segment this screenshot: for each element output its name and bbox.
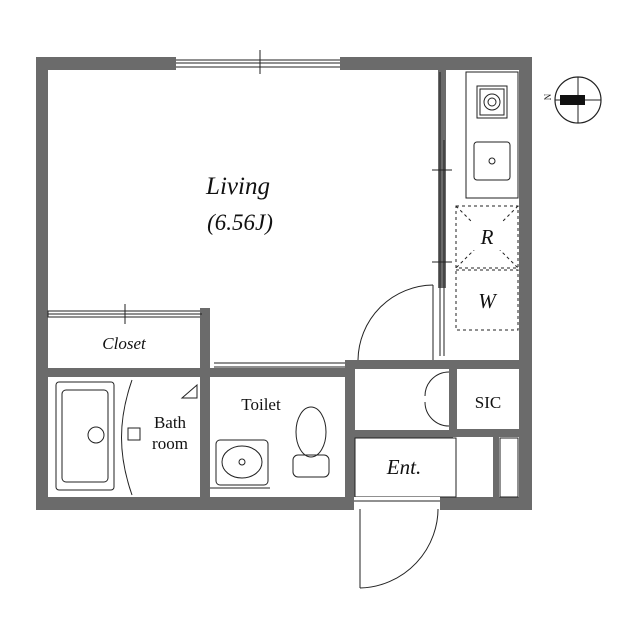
wall-right (519, 57, 532, 510)
sic-label: SIC (475, 393, 501, 412)
entrance-door (354, 497, 440, 589)
sic-door (424, 371, 450, 427)
living-label: Living (205, 173, 270, 200)
interior-walls (47, 70, 519, 500)
washbasin-icon (215, 439, 269, 486)
entrance-label: Ent. (386, 455, 421, 479)
stove-icon (476, 85, 508, 119)
living-door (357, 284, 434, 361)
bath-label-line2: room (152, 434, 188, 453)
washer-space: W (455, 269, 519, 331)
outer-walls (36, 57, 532, 510)
compass-icon (554, 76, 602, 124)
toilet-room (210, 362, 345, 489)
bath-label-line1: Bath (154, 413, 187, 432)
bathroom (55, 379, 198, 496)
kitchen (432, 71, 519, 356)
living-size-label: (6.56J) (207, 210, 273, 235)
wall-top-right (340, 57, 532, 70)
wall-top-left (36, 57, 176, 70)
closet (48, 304, 202, 324)
bathtub-icon (55, 381, 115, 491)
toilet-icon (292, 406, 330, 478)
wall-left (36, 57, 48, 510)
kitchen-counter (465, 71, 519, 199)
compass-north-label: N (543, 93, 553, 100)
wall-bottom-right (440, 497, 532, 510)
toilet-label: Toilet (241, 395, 281, 414)
refrigerator-label: R (480, 225, 494, 249)
kitchen-sink-icon (473, 141, 511, 181)
living-window (176, 50, 340, 74)
closet-label: Closet (102, 334, 147, 353)
refrigerator-space: R (455, 205, 519, 269)
washer-label: W (478, 289, 498, 313)
wall-bottom-left (36, 497, 354, 510)
